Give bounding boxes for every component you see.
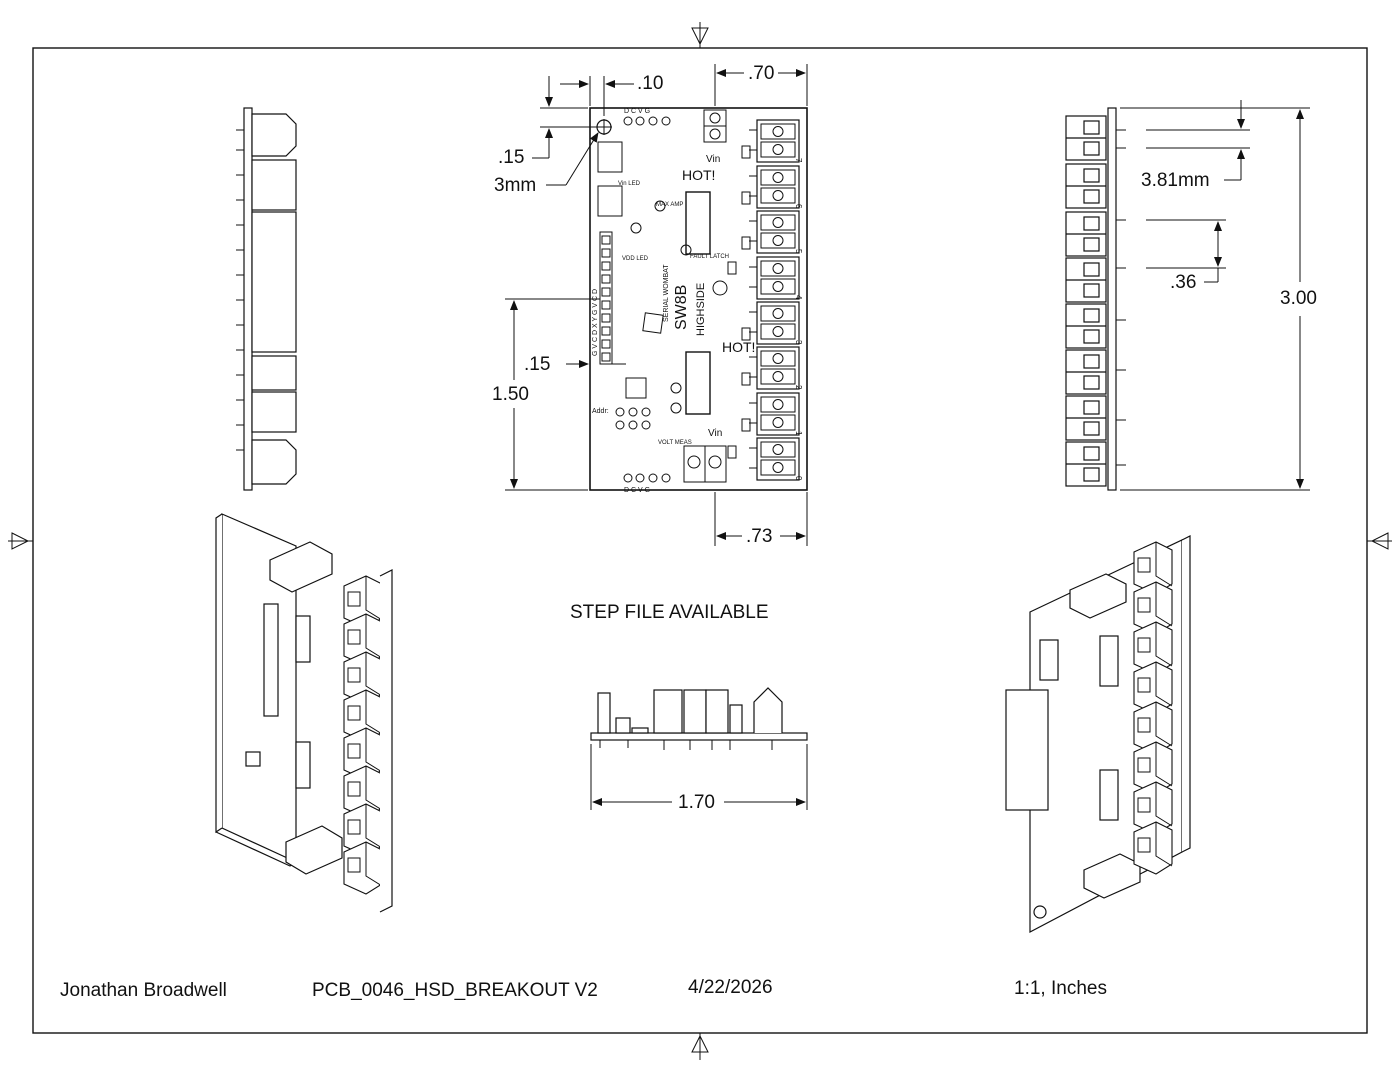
right-isometric-view [1005, 535, 1191, 933]
dim-hole-offset-y: .15 [498, 147, 525, 168]
dim-top-connector: .70 [748, 63, 775, 84]
header-side-label: G V C D X Y G V C D [592, 289, 599, 356]
vin-label-top: Vin [706, 154, 720, 165]
svg-text:0: 0 [794, 476, 803, 481]
board-brand-silk: SERIAL WOMBAT [663, 264, 670, 322]
step-file-note: STEP FILE AVAILABLE [570, 602, 769, 623]
dim-board-height: 3.00 [1280, 288, 1317, 309]
right-side-view [1065, 107, 1126, 491]
hot-label-2: HOT! [722, 339, 755, 355]
svg-text:5: 5 [794, 249, 803, 254]
svg-text:6: 6 [794, 204, 803, 209]
max-amp-label: MAX AMP [656, 202, 683, 208]
dim-mount-hole-x: .15 [524, 354, 551, 375]
svg-text:D C V G: D C V G [624, 487, 650, 494]
dim-terminal-pitch: 3.81mm [1141, 170, 1210, 191]
dim-hole-size: 3mm [494, 175, 537, 196]
svg-text:2: 2 [794, 385, 803, 390]
vin-led-label: Vin LED [618, 181, 641, 187]
drawing-date: 4/22/2026 [688, 977, 773, 998]
right-view-dimensions [1120, 100, 1310, 491]
svg-text:1: 1 [794, 431, 803, 436]
addr-label: Addr: [592, 408, 609, 415]
dim-bottom-connector: .73 [746, 526, 773, 547]
hot-label-1: HOT! [682, 167, 715, 183]
vdd-led-label: VDD LED [622, 256, 649, 262]
dim-board-width: 1.70 [678, 792, 715, 813]
volt-meas-label: VOLT MEAS [658, 440, 692, 446]
top-view-dimensions [505, 64, 808, 546]
left-side-view [236, 107, 297, 491]
fault-latch-label: FAULT LATCH [690, 254, 729, 260]
board-name-silk: SW8B [673, 285, 690, 330]
svg-text:3: 3 [794, 340, 803, 345]
author-name: Jonathan Broadwell [60, 980, 227, 1001]
svg-text:4: 4 [794, 295, 803, 300]
dim-mount-hole-y: 1.50 [492, 384, 529, 405]
part-name: PCB_0046_HSD_BREAKOUT V2 [312, 980, 598, 1001]
dim-terminal-spacing: .36 [1170, 272, 1197, 293]
left-isometric-view [215, 513, 393, 913]
front-view [590, 687, 808, 750]
front-view-dimensions [590, 744, 808, 810]
dim-hole-offset-x: .10 [637, 73, 664, 94]
top-view-board: D C V G D C V G G V C D X Y G V C D [589, 107, 808, 494]
board-subtitle-silk: HIGHSIDE [695, 283, 707, 336]
svg-text:D C V G: D C V G [624, 108, 650, 115]
scale-units: 1:1, Inches [1014, 978, 1107, 999]
vin-label-bottom: Vin [708, 428, 722, 439]
sheet-border [8, 22, 1392, 1060]
svg-text:7: 7 [794, 158, 803, 163]
